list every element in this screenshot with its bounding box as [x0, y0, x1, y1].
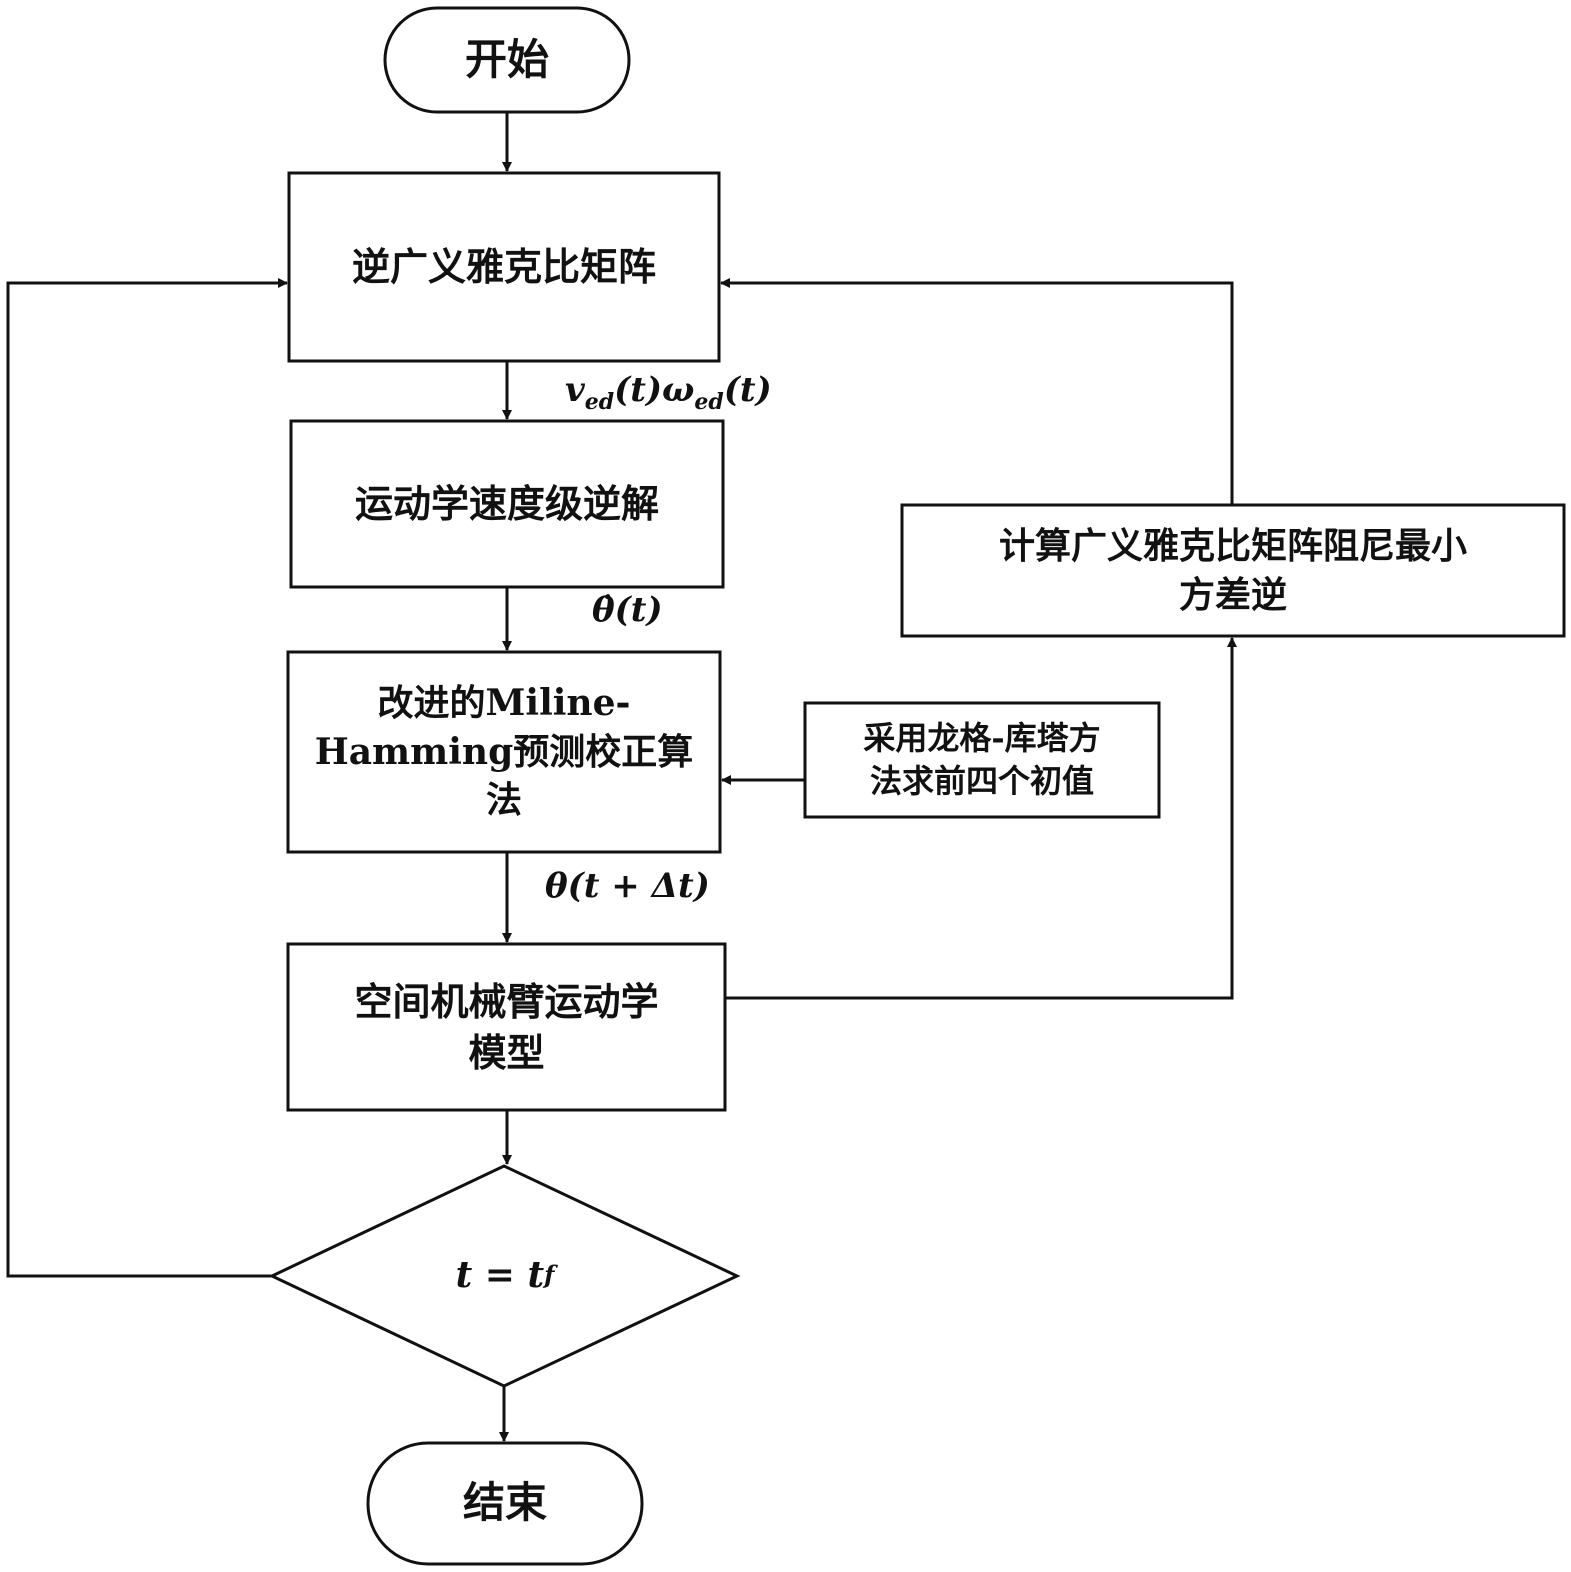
- damped-lsq-inverse-label: 计算广义雅克比矩阵阻尼最小 方差逆: [902, 505, 1564, 636]
- end-terminal: [366, 1441, 644, 1566]
- milne-hamming-line-3: 法: [485, 779, 522, 822]
- kinematic-velocity-inverse-box: [289, 419, 725, 589]
- arrow-damped-lsq-to-jacobian: [720, 278, 1234, 505]
- arrow-model-to-damped-lsq: [725, 637, 1237, 1000]
- milne-hamming-box: [286, 650, 722, 854]
- runge-kutta-line-1: 采用龙格-库塔方: [863, 718, 1101, 757]
- runge-kutta-box: [803, 701, 1161, 819]
- runge-kutta-line-2: 法求前四个初值: [869, 762, 1094, 800]
- inverse-jacobian-box: [287, 171, 721, 363]
- milne-hamming-label: 改进的Miline- Hamming预测校正算 法: [288, 652, 720, 852]
- inverse-jacobian-label: 逆广义雅克比矩阵: [351, 244, 656, 290]
- velocity-edge-label: ved(t)ωed(t): [565, 370, 772, 415]
- velocity-t2: (t): [723, 370, 772, 410]
- runge-kutta-label: 采用龙格-库塔方 法求前四个初值: [805, 703, 1159, 817]
- end-label: 结束: [462, 1478, 547, 1528]
- velocity-t1: (t): [614, 370, 663, 410]
- start-label: 开始: [464, 34, 549, 84]
- space-arm-model-line-2: 模型: [468, 1030, 545, 1075]
- milne-hamming-line-2: Hamming预测校正算: [314, 730, 694, 773]
- theta-dot-edge-label: θ̇(t): [592, 590, 663, 630]
- velocity-omega: ω: [662, 370, 695, 410]
- connectors: [6, 112, 1237, 1442]
- damped-lsq-line-1: 计算广义雅克比矩阵阻尼最小: [998, 524, 1467, 567]
- space-arm-model-line-1: 空间机械臂运动学: [354, 978, 659, 1024]
- damped-lsq-line-2: 方差逆: [1178, 573, 1287, 616]
- node-shapes: [268, 6, 1566, 1566]
- theta-next-edge-label: θ(t + Δt): [545, 866, 710, 906]
- velocity-v-subscript: ed: [584, 388, 615, 415]
- velocity-omega-subscript: ed: [694, 388, 724, 415]
- decision-subscript: f: [544, 1259, 555, 1289]
- damped-lsq-inverse-box: [900, 503, 1566, 638]
- decision-condition: t = t: [455, 1253, 545, 1296]
- arrow-decision-loop-to-jacobian: [6, 278, 288, 1278]
- space-arm-model-label: 空间机械臂运动学 模型: [288, 944, 725, 1110]
- velocity-v: v: [565, 370, 585, 410]
- milne-hamming-line-1: 改进的Miline-: [377, 682, 631, 725]
- kinematic-velocity-inverse-label: 运动学速度级逆解: [354, 481, 659, 527]
